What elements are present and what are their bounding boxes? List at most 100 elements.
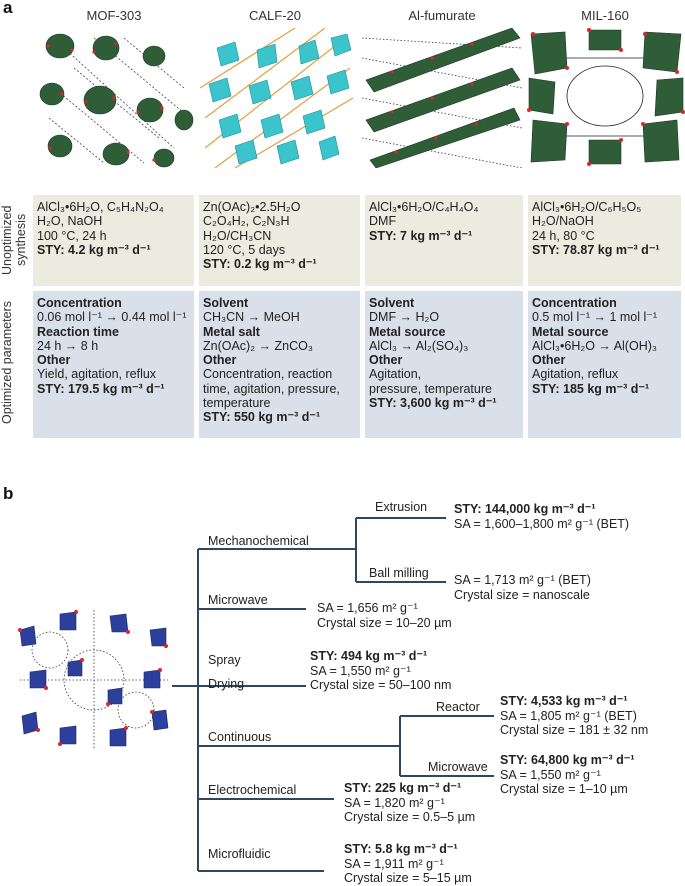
parameter-line: temperature (203, 396, 271, 411)
condition-line: C₂O₄H₂, C₂N₃H (203, 214, 290, 229)
panel-b-letter: b (3, 484, 14, 503)
parameter-heading: Other (203, 353, 237, 368)
unoptimized-cell-calf-20: Zn(OAc)₂•2.5H₂O C₂O₄H₂, C₂N₃H H₂O/CH₃CN … (199, 195, 360, 286)
method-reactor: Reactor (436, 700, 480, 714)
result-line: SA = 1,820 m² g⁻¹ (344, 795, 445, 810)
condition-line: H₂O/CH₃CN (203, 228, 272, 243)
result-reactor: STY: 4,533 kg m⁻³ d⁻¹ SA = 1,805 m² g⁻¹ … (500, 694, 648, 738)
mof-303-framework-icon (39, 33, 194, 168)
column-title-mil-160: MIL-160 (581, 8, 629, 23)
parameter-line: 0.5 mol l⁻¹ → 1 mol l⁻¹ (532, 310, 658, 325)
method-mechanochemical: Mechanochemical (208, 534, 309, 548)
method-extrusion: Extrusion (375, 500, 428, 514)
row-label-unoptimized: Unoptimized synthesis (0, 205, 28, 275)
parameter-heading: Metal salt (203, 324, 260, 339)
result-line: SA = 1,550 m² g⁻¹ (500, 767, 601, 782)
result-line: Crystal size = 5–15 µm (344, 871, 472, 885)
parameter-line: 24 h → 8 h (37, 338, 99, 353)
parameter-line: Zn(OAc)₂ → ZnCO₃ (203, 338, 313, 353)
condition-line: 120 °C, 5 days (203, 242, 286, 257)
sty-value: STY: 3,600 kg m⁻³ d⁻¹ (369, 396, 497, 411)
result-line: Crystal size = 1–10 µm (500, 782, 628, 796)
calf-20-framework-icon (199, 28, 354, 168)
result-line: Crystal size = 0.5–5 µm (344, 810, 476, 824)
result-spray-drying: STY: 494 kg m⁻³ d⁻¹ SA = 1,550 m² g⁻¹ Cr… (310, 649, 451, 693)
optimized-cell-calf-20: Solvent CH₃CN → MeOH Metal salt Zn(OAc)₂… (199, 291, 360, 438)
sty-value: STY: 5.8 kg m⁻³ d⁻¹ (344, 842, 458, 856)
panel-a-letter: a (3, 0, 13, 17)
parameter-heading: Metal source (532, 324, 609, 339)
result-microwave: SA = 1,656 m² g⁻¹ Crystal size = 10–20 µ… (317, 601, 452, 630)
sty-value: STY: 0.2 kg m⁻³ d⁻¹ (203, 257, 317, 272)
condition-line: Zn(OAc)₂•2.5H₂O (203, 200, 301, 214)
optimized-cell-al-fumurate: Solvent DMF → H₂O Metal source AlCl₃ → A… (365, 291, 523, 438)
condition-line: AlCl₃•6H₂O, C₅H₄N₂O₄ (37, 200, 164, 214)
sty-value: STY: 494 kg m⁻³ d⁻¹ (310, 649, 428, 663)
result-ball-milling: SA = 1,713 m² g⁻¹ (BET) Crystal size = n… (454, 573, 591, 602)
result-line: SA = 1,550 m² g⁻¹ (310, 663, 411, 678)
result-line: Crystal size = 181 ± 32 nm (500, 723, 649, 737)
parameter-line: AlCl₃•6H₂O → Al(OH)₃ (532, 338, 657, 353)
parameter-heading: Metal source (369, 324, 446, 339)
parameter-heading: Other (37, 353, 71, 368)
column-title-mof-303: MOF-303 (86, 8, 142, 23)
sty-value: STY: 144,000 kg m⁻³ d⁻¹ (454, 502, 596, 516)
method-ball-milling: Ball milling (369, 566, 429, 580)
method-drying: Drying (208, 677, 245, 691)
parameter-line: Agitation, (369, 367, 422, 382)
method-continuous: Continuous (208, 730, 272, 744)
parameter-line: DMF → H₂O (369, 310, 440, 325)
method-spray: Spray (208, 653, 241, 667)
parameter-line: 0.06 mol l⁻¹ → 0.44 mol l⁻¹ (37, 310, 187, 325)
result-extrusion: STY: 144,000 kg m⁻³ d⁻¹ SA = 1,600–1,800… (454, 502, 629, 531)
method-electrochemical: Electrochemical (208, 783, 297, 797)
sty-value: STY: 185 kg m⁻³ d⁻¹ (532, 381, 650, 396)
condition-line: H₂O, NaOH (37, 214, 103, 229)
parameter-line: CH₃CN → MeOH (203, 310, 300, 325)
method-continuous-microwave: Microwave (428, 760, 488, 774)
condition-line: DMF (369, 214, 397, 229)
result-microfluidic: STY: 5.8 kg m⁻³ d⁻¹ SA = 1,911 m² g⁻¹ Cr… (344, 842, 472, 886)
parameter-line: AlCl₃ → Al₂(SO₄)₃ (369, 338, 469, 353)
condition-line: 24 h, 80 °C (532, 228, 595, 243)
al-fumarate-framework-icon (362, 28, 522, 168)
result-line: Crystal size = 50–100 nm (310, 678, 452, 692)
parameter-heading: Solvent (369, 296, 415, 310)
result-line: SA = 1,656 m² g⁻¹ (317, 601, 418, 615)
result-line: Crystal size = nanoscale (454, 587, 590, 602)
parameter-line: time, agitation, pressure, (203, 381, 340, 396)
unoptimized-cell-al-fumurate: AlCl₃•6H₂O/C₄H₄O₄ DMF STY: 7 kg m⁻³ d⁻¹ (365, 195, 523, 286)
parameter-heading: Solvent (203, 296, 249, 310)
sty-value: STY: 64,800 kg m⁻³ d⁻¹ (500, 753, 635, 767)
column-title-al-fumurate: Al-fumurate (408, 8, 476, 23)
sty-value: STY: 179.5 kg m⁻³ d⁻¹ (37, 381, 165, 396)
sty-value: STY: 4.2 kg m⁻³ d⁻¹ (37, 242, 151, 257)
unoptimized-cell-mof-303: AlCl₃•6H₂O, C₅H₄N₂O₄ H₂O, NaOH 100 °C, 2… (33, 195, 194, 286)
condition-line: AlCl₃•6H₂O/C₆H₅O₅ (532, 200, 642, 214)
parameter-line: Agitation, reflux (532, 367, 619, 382)
column-title-calf-20: CALF-20 (248, 8, 302, 23)
mof-framework-icon (18, 610, 169, 750)
mil-160-framework-icon (527, 28, 685, 166)
parameter-heading: Other (532, 353, 566, 368)
sty-value: STY: 78.87 kg m⁻³ d⁻¹ (532, 242, 660, 257)
parameter-heading: Other (369, 353, 403, 368)
unoptimized-cell-mil-160: AlCl₃•6H₂O/C₆H₅O₅ H₂O/NaOH 24 h, 80 °C S… (528, 195, 681, 286)
sty-value: STY: 225 kg m⁻³ d⁻¹ (344, 781, 462, 795)
condition-line: 100 °C, 24 h (37, 228, 107, 243)
result-electrochemical: STY: 225 kg m⁻³ d⁻¹ SA = 1,820 m² g⁻¹ Cr… (344, 781, 475, 825)
condition-line: H₂O/NaOH (532, 214, 594, 229)
parameter-line: pressure, temperature (369, 381, 492, 396)
result-continuous-microwave: STY: 64,800 kg m⁻³ d⁻¹ SA = 1,550 m² g⁻¹… (500, 753, 635, 797)
method-microwave: Microwave (208, 593, 268, 607)
method-microfluidic: Microfluidic (208, 847, 271, 861)
result-line: SA = 1,805 m² g⁻¹ (BET) (500, 708, 637, 723)
parameter-heading: Concentration (37, 296, 122, 310)
sty-value: STY: 550 kg m⁻³ d⁻¹ (203, 410, 321, 425)
parameter-heading: Concentration (532, 296, 617, 310)
result-line: SA = 1,600–1,800 m² g⁻¹ (BET) (454, 516, 630, 531)
parameter-line: Concentration, reaction (203, 367, 333, 382)
optimized-cell-mof-303: Concentration 0.06 mol l⁻¹ → 0.44 mol l⁻… (33, 291, 194, 438)
result-line: Crystal size = 10–20 µm (317, 615, 452, 630)
result-line: SA = 1,713 m² g⁻¹ (BET) (454, 573, 591, 587)
